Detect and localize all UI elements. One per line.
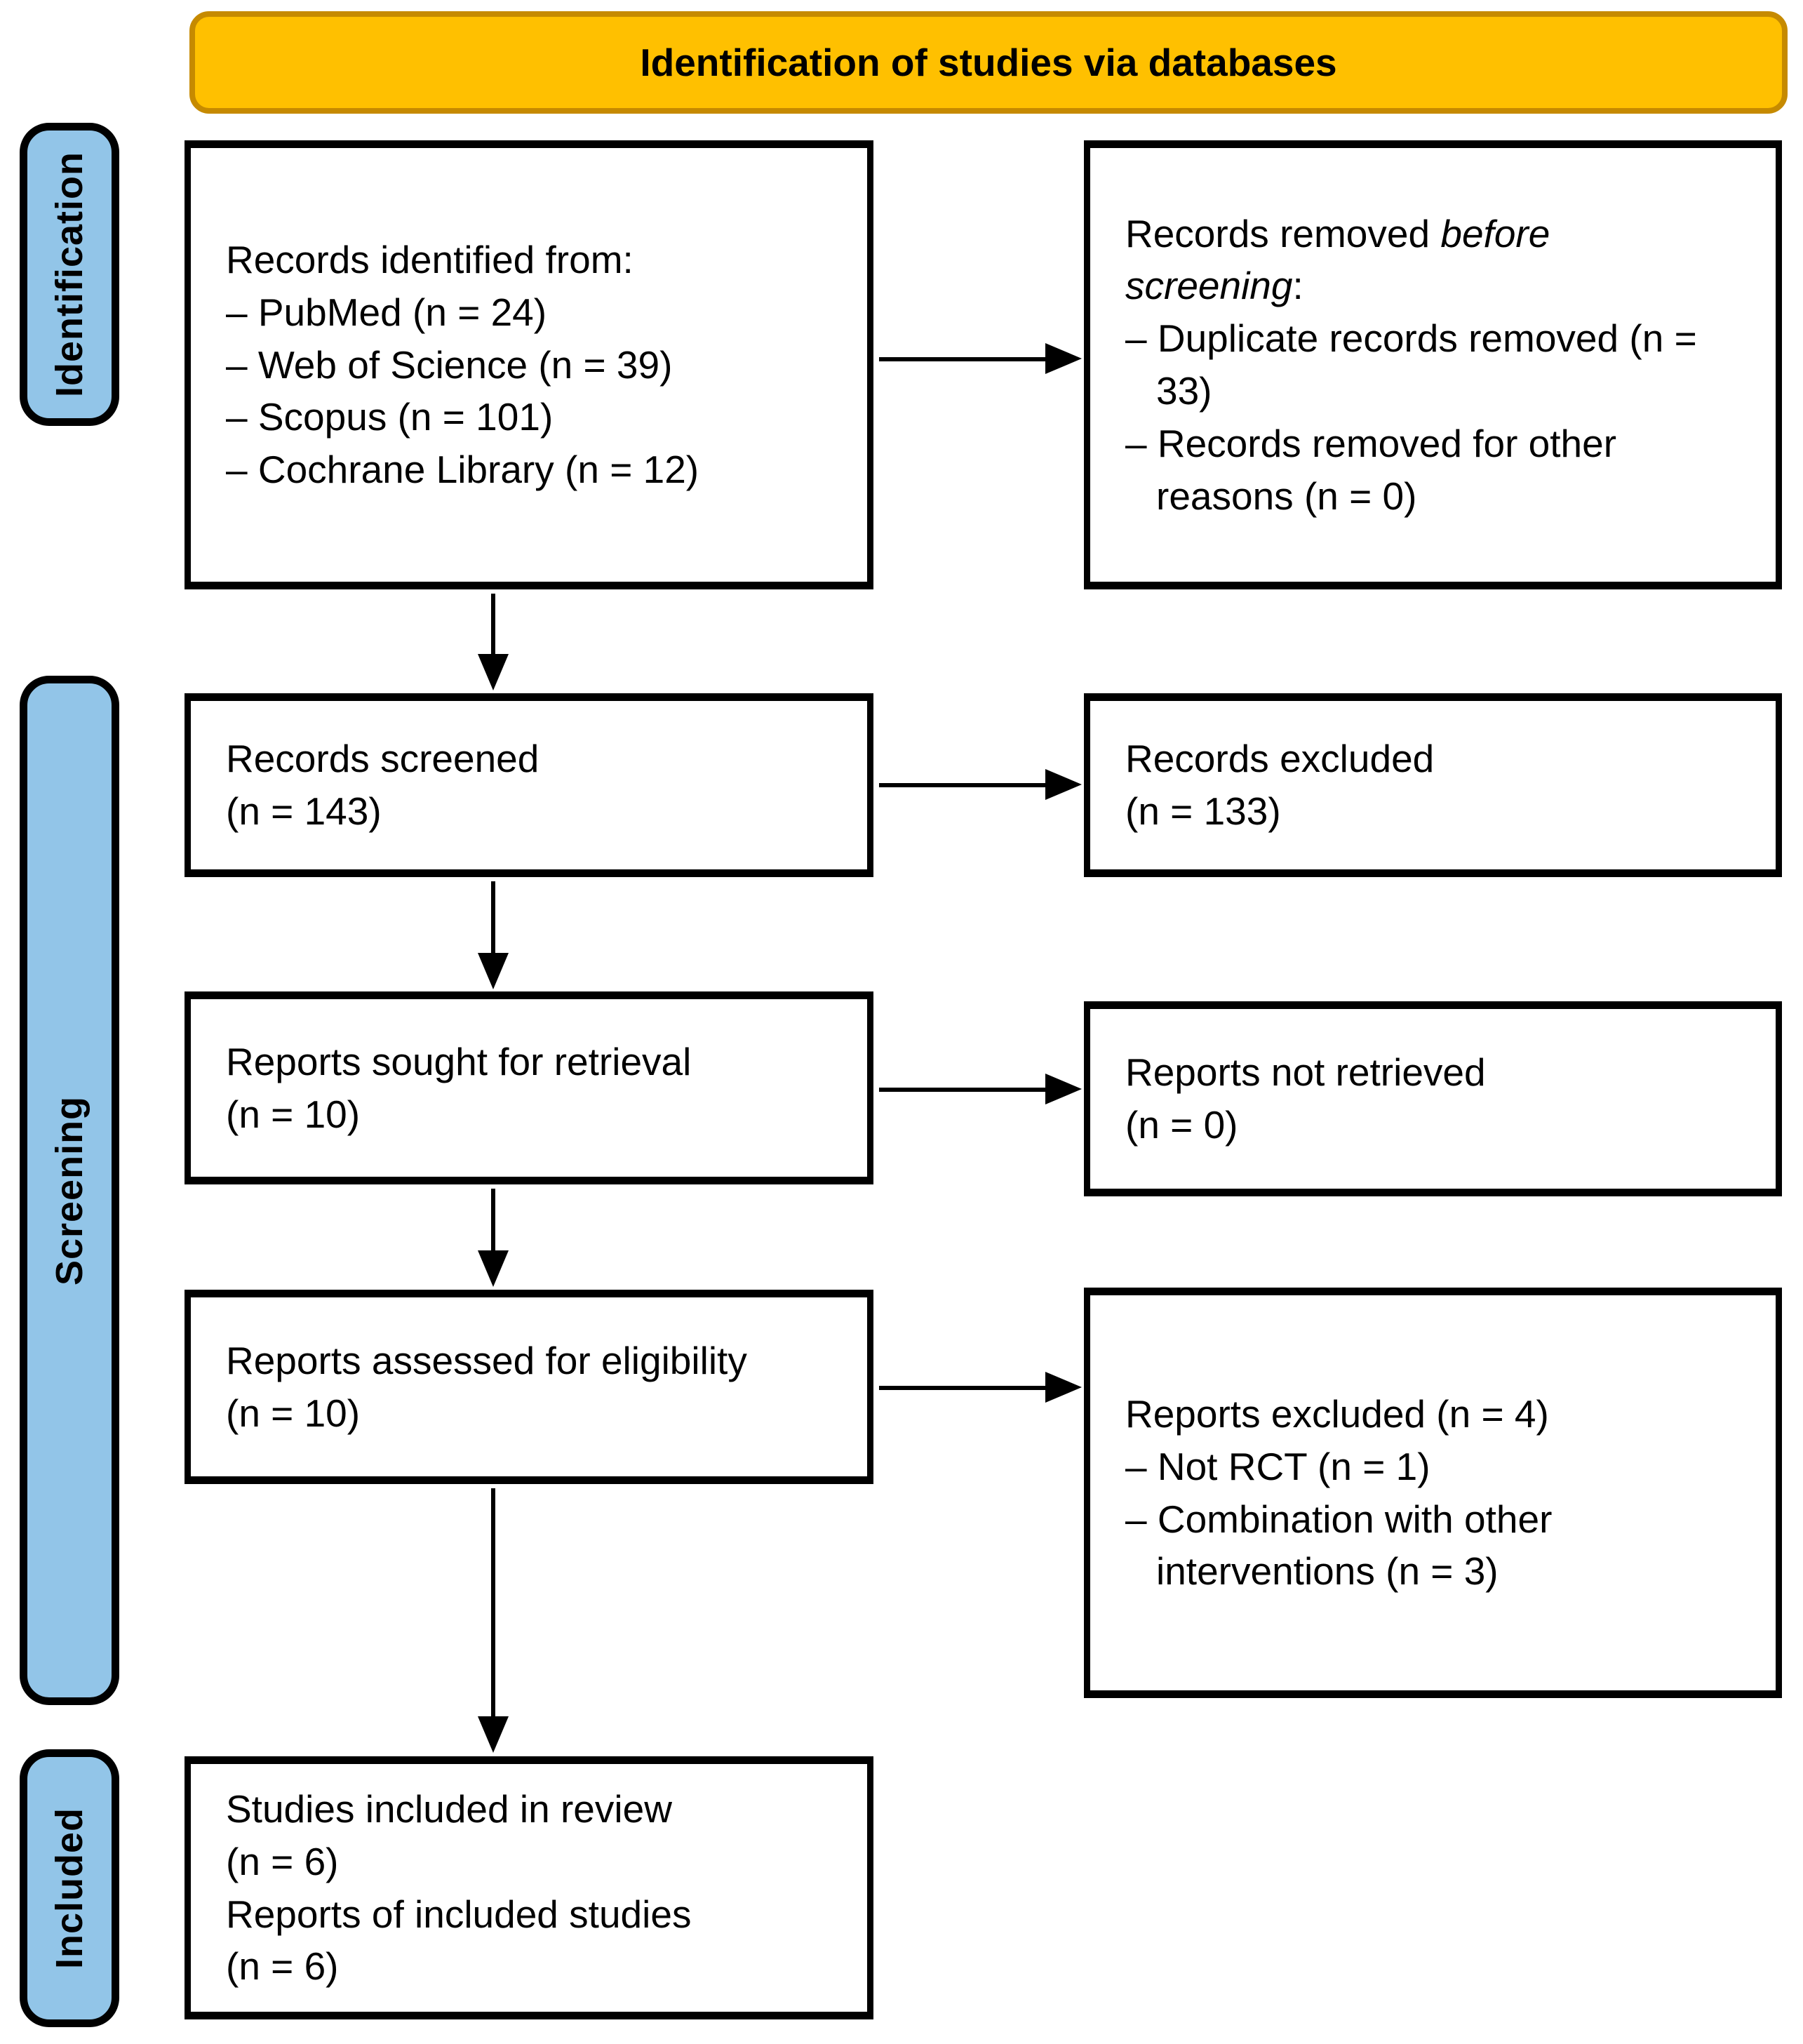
box-line: (n = 10): [226, 1391, 361, 1435]
box-line: (n = 6): [226, 1839, 339, 1883]
stage-label-identification: Identification: [20, 123, 119, 426]
list-item: – Scopus (n = 101): [226, 395, 554, 439]
box-line: (n = 6): [226, 1944, 339, 1989]
list-item: – Duplicate records removed (n = 33): [1125, 316, 1697, 413]
box-line: (n = 10): [226, 1092, 361, 1136]
stage-label-included: Included: [20, 1749, 119, 2027]
box-reports-sought: Reports sought for retrieval (n = 10): [185, 991, 873, 1184]
banner-label: Identification of studies via databases: [640, 41, 1337, 84]
list-item: – Not RCT (n = 1): [1125, 1444, 1430, 1488]
list-item: – Combination with other interventions (…: [1125, 1497, 1553, 1594]
list-item: – PubMed (n = 24): [226, 290, 547, 334]
box-title: Records removed before screening:: [1125, 211, 1550, 308]
box-records-identified: Records identified from: – PubMed (n = 2…: [185, 140, 873, 589]
box-line: (n = 0): [1125, 1103, 1238, 1147]
box-reports-assessed: Reports assessed for eligibility (n = 10…: [185, 1290, 873, 1484]
box-reports-not-retrieved: Reports not retrieved (n = 0): [1084, 1001, 1782, 1196]
box-line: (n = 133): [1125, 789, 1281, 833]
list-item: – Cochrane Library (n = 12): [226, 448, 699, 492]
stage-label-text: Identification: [48, 152, 91, 397]
stage-label-text: Screening: [48, 1095, 91, 1285]
italic-before-screening: before screening: [1125, 211, 1550, 308]
list-item: – Records removed for other reasons (n =…: [1125, 421, 1617, 518]
box-line: Reports sought for retrieval: [226, 1039, 692, 1083]
box-title: Records identified from:: [226, 238, 634, 281]
box-records-excluded: Records excluded (n = 133): [1084, 693, 1782, 877]
box-line: Reports assessed for eligibility: [226, 1338, 747, 1382]
box-line: Reports of included studies: [226, 1892, 692, 1936]
box-line: Reports not retrieved: [1125, 1050, 1486, 1095]
box-line: Records excluded: [1125, 737, 1435, 781]
stage-label-text: Included: [48, 1807, 91, 1970]
list-item: – Web of Science (n = 39): [226, 342, 673, 387]
stage-label-screening: Screening: [20, 676, 119, 1705]
box-records-screened: Records screened (n = 143): [185, 693, 873, 877]
box-line: Studies included in review: [226, 1786, 672, 1831]
box-studies-included: Studies included in review (n = 6) Repor…: [185, 1756, 873, 2019]
box-line: (n = 143): [226, 789, 382, 833]
banner-identification-of-studies: Identification of studies via databases: [189, 11, 1788, 114]
box-line: Records screened: [226, 737, 539, 781]
box-records-removed: Records removed before screening: – Dupl…: [1084, 140, 1782, 589]
box-reports-excluded: Reports excluded (n = 4) – Not RCT (n = …: [1084, 1288, 1782, 1698]
box-title: Reports excluded (n = 4): [1125, 1391, 1549, 1436]
